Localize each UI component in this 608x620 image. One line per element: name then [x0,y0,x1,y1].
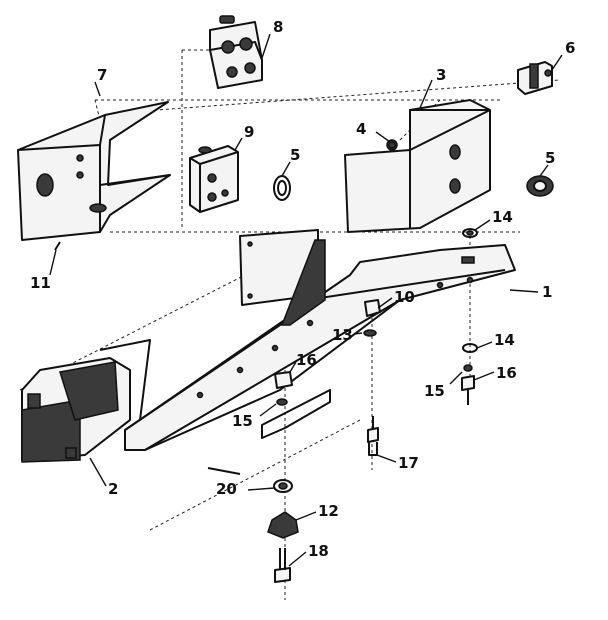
callout-15-left: 15 [232,412,253,430]
callout-18: 18 [308,542,329,560]
vertical-plate [239,229,326,326]
part-5-bushing [526,175,554,197]
callout-6: 6 [565,39,575,57]
callout-11: 11 [30,274,51,292]
callout-7: 7 [97,66,107,84]
callout-16-left: 16 [296,351,317,369]
callout-5-grommet: 5 [290,146,300,164]
part-5-grommet [273,175,291,201]
part-7-bracket [17,101,171,241]
callout-16-right: 16 [496,364,517,382]
callout-17: 17 [398,454,419,472]
callout-labels: 1 2 3 4 5 5 6 7 8 9 10 11 12 13 14 14 15… [30,18,575,560]
callout-5-bushing: 5 [545,149,555,167]
part-9-block [189,145,239,213]
part-6-switch [517,61,553,95]
callout-20: 20 [216,480,237,498]
callout-8: 8 [273,18,283,36]
callout-12: 12 [318,502,339,520]
callout-14-upper: 14 [492,208,513,226]
callout-1: 1 [542,283,552,301]
callout-15-right: 15 [424,382,445,400]
leader-lines [49,33,563,567]
callout-14-lower: 14 [494,331,515,349]
callout-2: 2 [108,480,118,498]
callout-10: 10 [394,288,415,306]
part-3-bracket [344,99,491,233]
callout-13: 13 [332,326,353,344]
callout-9: 9 [244,123,254,141]
hardware [54,141,478,583]
callout-3: 3 [436,66,446,84]
callout-4: 4 [356,120,366,138]
part-2-motor [21,339,151,463]
part-8-terminal-block [209,15,263,89]
